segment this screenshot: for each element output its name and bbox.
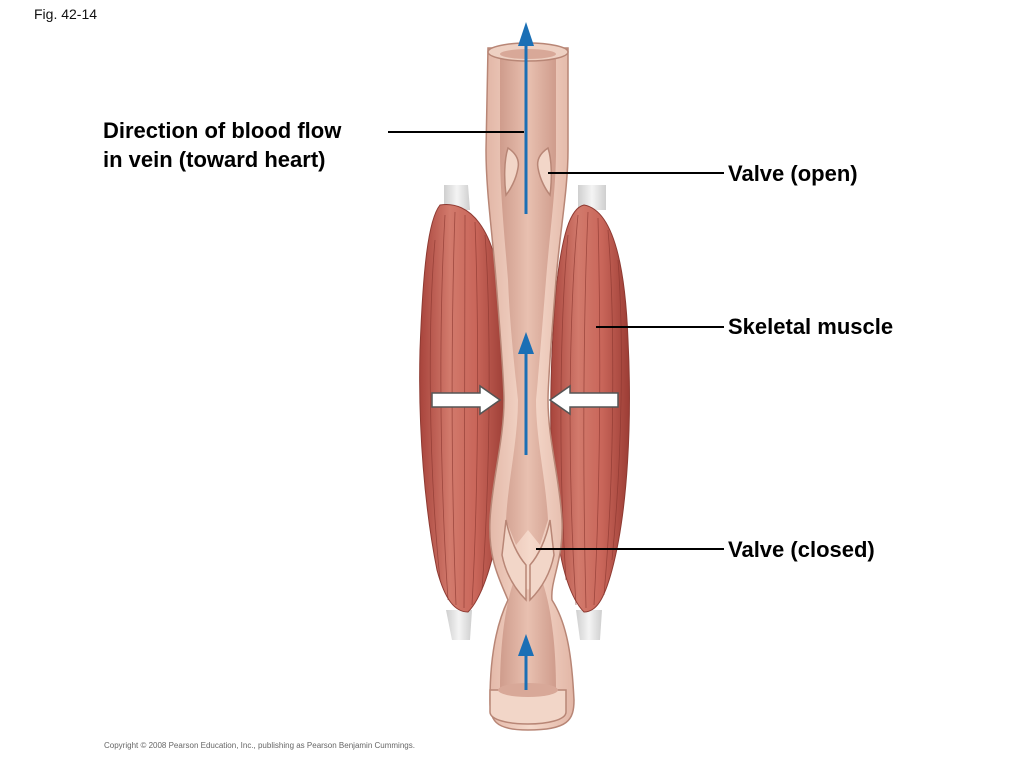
figure-label: Fig. 42-14 [34,6,98,22]
compression-arrow-right [548,384,619,416]
label-direction-of-blood-flow: Direction of blood flow in vein (toward … [103,116,341,174]
copyright-notice: Copyright © 2008 Pearson Education, Inc.… [104,741,415,750]
blood-flow-arrows [518,22,534,690]
label-flow-line2: in vein (toward heart) [103,147,326,172]
compression-arrows [431,384,619,416]
label-valve-open: Valve (open) [728,161,858,186]
left-skeletal-muscle [419,185,507,640]
vein-lumen-lower [500,575,556,690]
flow-arrow-top-head [518,22,534,46]
leader-lines [388,131,724,550]
open-valve [503,146,553,197]
flow-arrow-middle-head [518,332,534,354]
label-flow-line1: Direction of blood flow [103,118,342,143]
compression-arrow-left [431,384,502,416]
flow-arrow-bottom-head [518,634,534,656]
right-skeletal-muscle [550,185,630,640]
vein-bottom-opening [489,689,567,725]
closed-valve [501,519,555,602]
label-skeletal-muscle: Skeletal muscle [728,314,894,339]
label-valve-closed: Valve (closed) [728,537,875,562]
